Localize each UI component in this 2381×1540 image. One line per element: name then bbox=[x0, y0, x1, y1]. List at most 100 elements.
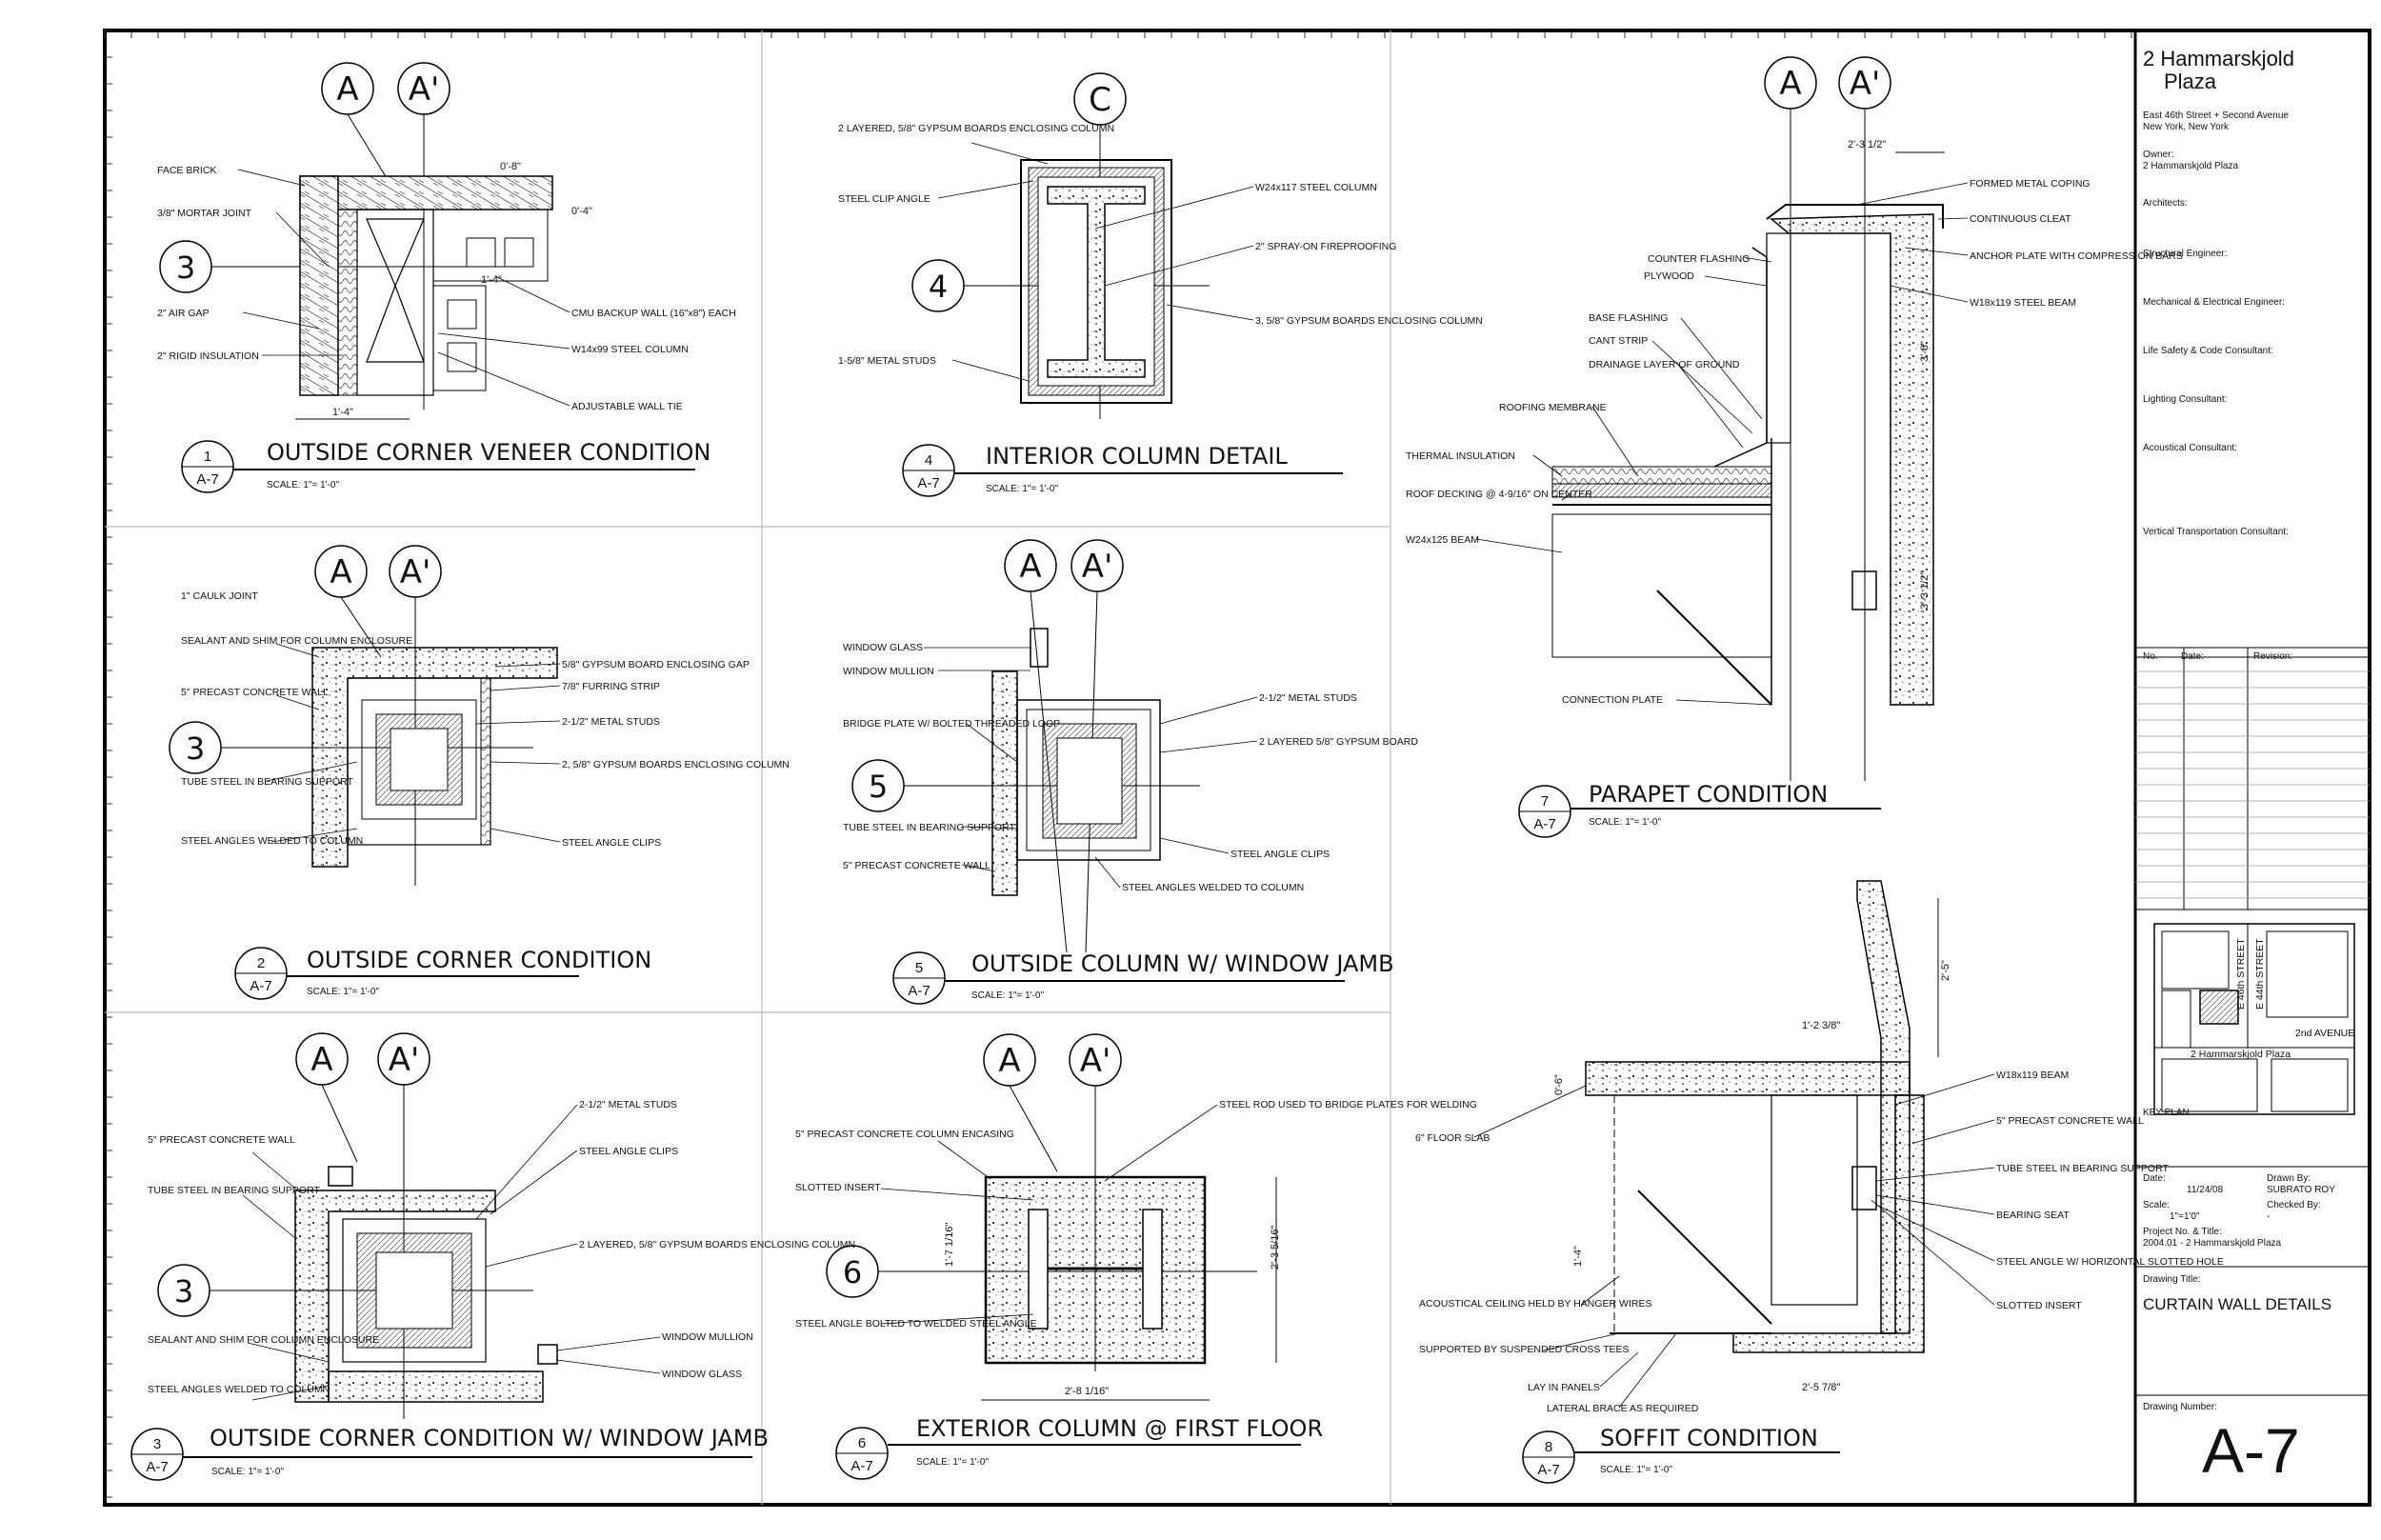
label-anchor-plate: ANCHOR PLATE WITH COMPRESSION BARS bbox=[1970, 250, 2183, 262]
detail-sheet-7: A-7 bbox=[1533, 816, 1555, 832]
detail-scale-6: SCALE: 1"= 1'-0" bbox=[916, 1457, 989, 1468]
dim-0-4: 0'-4" bbox=[571, 206, 592, 217]
detail-scale-3: SCALE: 1"= 1'-0" bbox=[211, 1467, 284, 1477]
grid-label-5: 5 bbox=[869, 769, 888, 805]
label-precast-6: 5" PRECAST CONCRETE COLUMN ENCASING bbox=[795, 1129, 1014, 1140]
label-mortar-joint: 3/8" MORTAR JOINT bbox=[157, 208, 252, 219]
revision-no-header: No. bbox=[2143, 651, 2158, 662]
architects-label: Architects: bbox=[2143, 198, 2188, 209]
label-air-gap: 2" AIR GAP bbox=[157, 308, 210, 319]
detail-number-1: 1 bbox=[204, 449, 211, 465]
detail-number-2: 2 bbox=[257, 955, 265, 971]
vertical-label: Vertical Transportation Consultant: bbox=[2143, 527, 2289, 537]
date-label: Date: bbox=[2143, 1173, 2166, 1184]
panel-grid bbox=[105, 30, 1391, 1505]
label-cross-tees: SUPPORTED BY SUSPENDED CROSS TEES bbox=[1419, 1344, 1630, 1355]
project-number-block: Project No. & Title: 2004.01 - 2 Hammars… bbox=[2143, 1227, 2281, 1250]
label-precast-5: 5" PRECAST CONCRETE WALL bbox=[843, 860, 990, 871]
detail-title-8: SOFFIT CONDITION bbox=[1600, 1425, 1818, 1451]
project-address: East 46th Street + Second Avenue New Yor… bbox=[2143, 110, 2289, 133]
detail-3: A A' 3 2-1/2" METAL STUDS 5" PRECAST CON… bbox=[130, 1032, 855, 1481]
label-coping: FORMED METAL COPING bbox=[1970, 178, 2091, 190]
label-connection-plate: CONNECTION PLATE bbox=[1562, 694, 1663, 706]
key-plan-label: KEY PLAN bbox=[2143, 1108, 2190, 1118]
title-block-lines bbox=[2135, 647, 2370, 1396]
detail-title-4: INTERIOR COLUMN DETAIL bbox=[986, 443, 1288, 470]
detail-number-8: 8 bbox=[1545, 1439, 1552, 1455]
date-value: 11/24/08 bbox=[2187, 1185, 2224, 1195]
detail-sheet-1: A-7 bbox=[196, 471, 218, 488]
detail-scale-4: SCALE: 1"= 1'-0" bbox=[986, 484, 1058, 494]
grid-label-c: C bbox=[1089, 81, 1111, 119]
dim-8-width: 2'-5 7/8" bbox=[1802, 1382, 1840, 1393]
dim-1-4: 1'-4" bbox=[332, 407, 353, 418]
grid-label-3-3: 3 bbox=[174, 1273, 193, 1310]
grid-label-4: 4 bbox=[929, 269, 948, 305]
project-name: 2 Hammarskjold Plaza bbox=[2143, 48, 2294, 93]
project-number-value: 2004.01 - 2 Hammarskjold Plaza bbox=[2143, 1238, 2282, 1249]
label-bearing-seat: BEARING SEAT bbox=[1996, 1210, 2070, 1221]
revision-rows bbox=[2135, 670, 2370, 899]
detail-sheet-3: A-7 bbox=[146, 1459, 168, 1475]
label-cmu-wall: CMU BACKUP WALL (16"x8") EACH bbox=[571, 308, 736, 319]
detail-scale-8: SCALE: 1"= 1'-0" bbox=[1600, 1465, 1672, 1475]
drawing-title-value: CURTAIN WALL DETAILS bbox=[2143, 1295, 2332, 1313]
detail-4: C 4 2 LAYERED, 5/8" GYPSUM BOARDS ENCLOS… bbox=[838, 72, 1483, 497]
label-precast-wall: 5" PRECAST CONCRETE WALL bbox=[181, 687, 329, 698]
label-lay-in: LAY IN PANELS bbox=[1528, 1382, 1600, 1393]
label-gypsum-3: 2 LAYERED, 5/8" GYPSUM BOARDS ENCLOSING … bbox=[579, 1239, 855, 1250]
mep-label: Mechanical & Electrical Engineer: bbox=[2143, 297, 2285, 308]
label-studs-3: 2-1/2" METAL STUDS bbox=[579, 1099, 677, 1110]
label-angles-3: STEEL ANGLES WELDED TO COLUMN bbox=[148, 1384, 330, 1395]
owner-value: 2 Hammarskjold Plaza bbox=[2143, 161, 2239, 171]
label-clips-5: STEEL ANGLE CLIPS bbox=[1231, 849, 1330, 860]
label-floor-slab: 6" FLOOR SLAB bbox=[1415, 1132, 1490, 1144]
label-angle-bolted-6: STEEL ANGLE BOLTED TO WELDED STEEL ANGLE bbox=[795, 1318, 1037, 1330]
label-clips-3: STEEL ANGLE CLIPS bbox=[579, 1146, 678, 1157]
label-caulk-joint: 1" CAULK JOINT bbox=[181, 590, 258, 602]
scale-value: 1"=1'0" bbox=[2170, 1211, 2200, 1222]
label-gypsum-2-layer: 2 LAYERED, 5/8" GYPSUM BOARDS ENCLOSING … bbox=[838, 123, 1114, 134]
dim-8-height: 2'-5" bbox=[1940, 960, 1951, 981]
label-cant-strip: CANT STRIP bbox=[1589, 335, 1648, 347]
detail-2: A A' 3 1" CAULK JOINT SEALANT AND SHIM F… bbox=[169, 545, 790, 1000]
detail-scale-5: SCALE: 1"= 1'-0" bbox=[971, 990, 1044, 1001]
label-steel-angles: STEEL ANGLES WELDED TO COLUMN bbox=[181, 835, 363, 847]
grid-label-a-prime-3: A' bbox=[389, 1041, 420, 1079]
detail-7: A A' 2'-3 1/2" 3'-8" 3'-3 1/2" FORMED ME… bbox=[1406, 56, 2183, 838]
key-plan-avenue: 2nd AVENUE bbox=[2295, 1028, 2354, 1039]
label-window-mullion: WINDOW MULLION bbox=[843, 666, 934, 677]
label-tube-3: TUBE STEEL IN BEARING SUPPORT bbox=[148, 1185, 320, 1196]
label-sealant-3: SEALANT AND SHIM FOR COLUMN ENCLOSURE bbox=[148, 1334, 379, 1346]
detail-scale-2: SCALE: 1"= 1'-0" bbox=[307, 987, 379, 997]
label-bridge-plate: BRIDGE PLATE W/ BOLTED THREADED LOOP bbox=[843, 718, 1060, 730]
label-plywood: PLYWOOD bbox=[1644, 270, 1694, 282]
label-furring: 7/8" FURRING STRIP bbox=[562, 681, 660, 692]
detail-title-1: OUTSIDE CORNER VENEER CONDITION bbox=[267, 439, 710, 466]
label-w18-beam: W18x119 STEEL BEAM bbox=[1970, 297, 2076, 309]
key-plan-site: 2 Hammarskjold Plaza bbox=[2191, 1049, 2291, 1060]
detail-title-7: PARAPET CONDITION bbox=[1589, 781, 1828, 808]
label-angles-5: STEEL ANGLES WELDED TO COLUMN bbox=[1122, 882, 1304, 893]
address-line-1: East 46th Street + Second Avenue bbox=[2143, 110, 2289, 121]
address-line-2: New York, New York bbox=[2143, 122, 2230, 132]
dim-8-slab: 0'-6" bbox=[1553, 1074, 1565, 1095]
grid-label-6: 6 bbox=[843, 1254, 862, 1290]
detail-sheet-5: A-7 bbox=[908, 983, 930, 999]
label-w18-beam-8: W18x119 BEAM bbox=[1996, 1070, 2069, 1081]
label-roof-decking: ROOF DECKING @ 4-9/16" ON CENTER bbox=[1406, 489, 1592, 500]
label-slotted-insert-6: SLOTTED INSERT bbox=[795, 1182, 881, 1193]
label-metal-studs: 1-5/8" METAL STUDS bbox=[838, 355, 936, 367]
grid-label-a-prime-5: A' bbox=[1082, 548, 1113, 586]
detail-5: A A' 5 WINDOW GLASS WINDOW MULLION BRIDG… bbox=[843, 539, 1418, 1005]
detail-sheet-6: A-7 bbox=[850, 1458, 872, 1474]
project-number-label: Project No. & Title: bbox=[2143, 1227, 2222, 1237]
dim-8-inner: 1'-2 3/8" bbox=[1802, 1020, 1840, 1031]
label-fireproofing: 2" SPRAY-ON FIREPROOFING bbox=[1255, 241, 1396, 252]
label-w24-beam: W24x125 BEAM bbox=[1406, 534, 1479, 546]
detail-number-6: 6 bbox=[858, 1435, 866, 1451]
checked-by-value: - bbox=[2267, 1211, 2271, 1222]
drawing-title-label: Drawing Title: bbox=[2143, 1274, 2201, 1285]
lighting-label: Lighting Consultant: bbox=[2143, 394, 2228, 405]
label-angle-clips: STEEL ANGLE CLIPS bbox=[562, 837, 661, 849]
